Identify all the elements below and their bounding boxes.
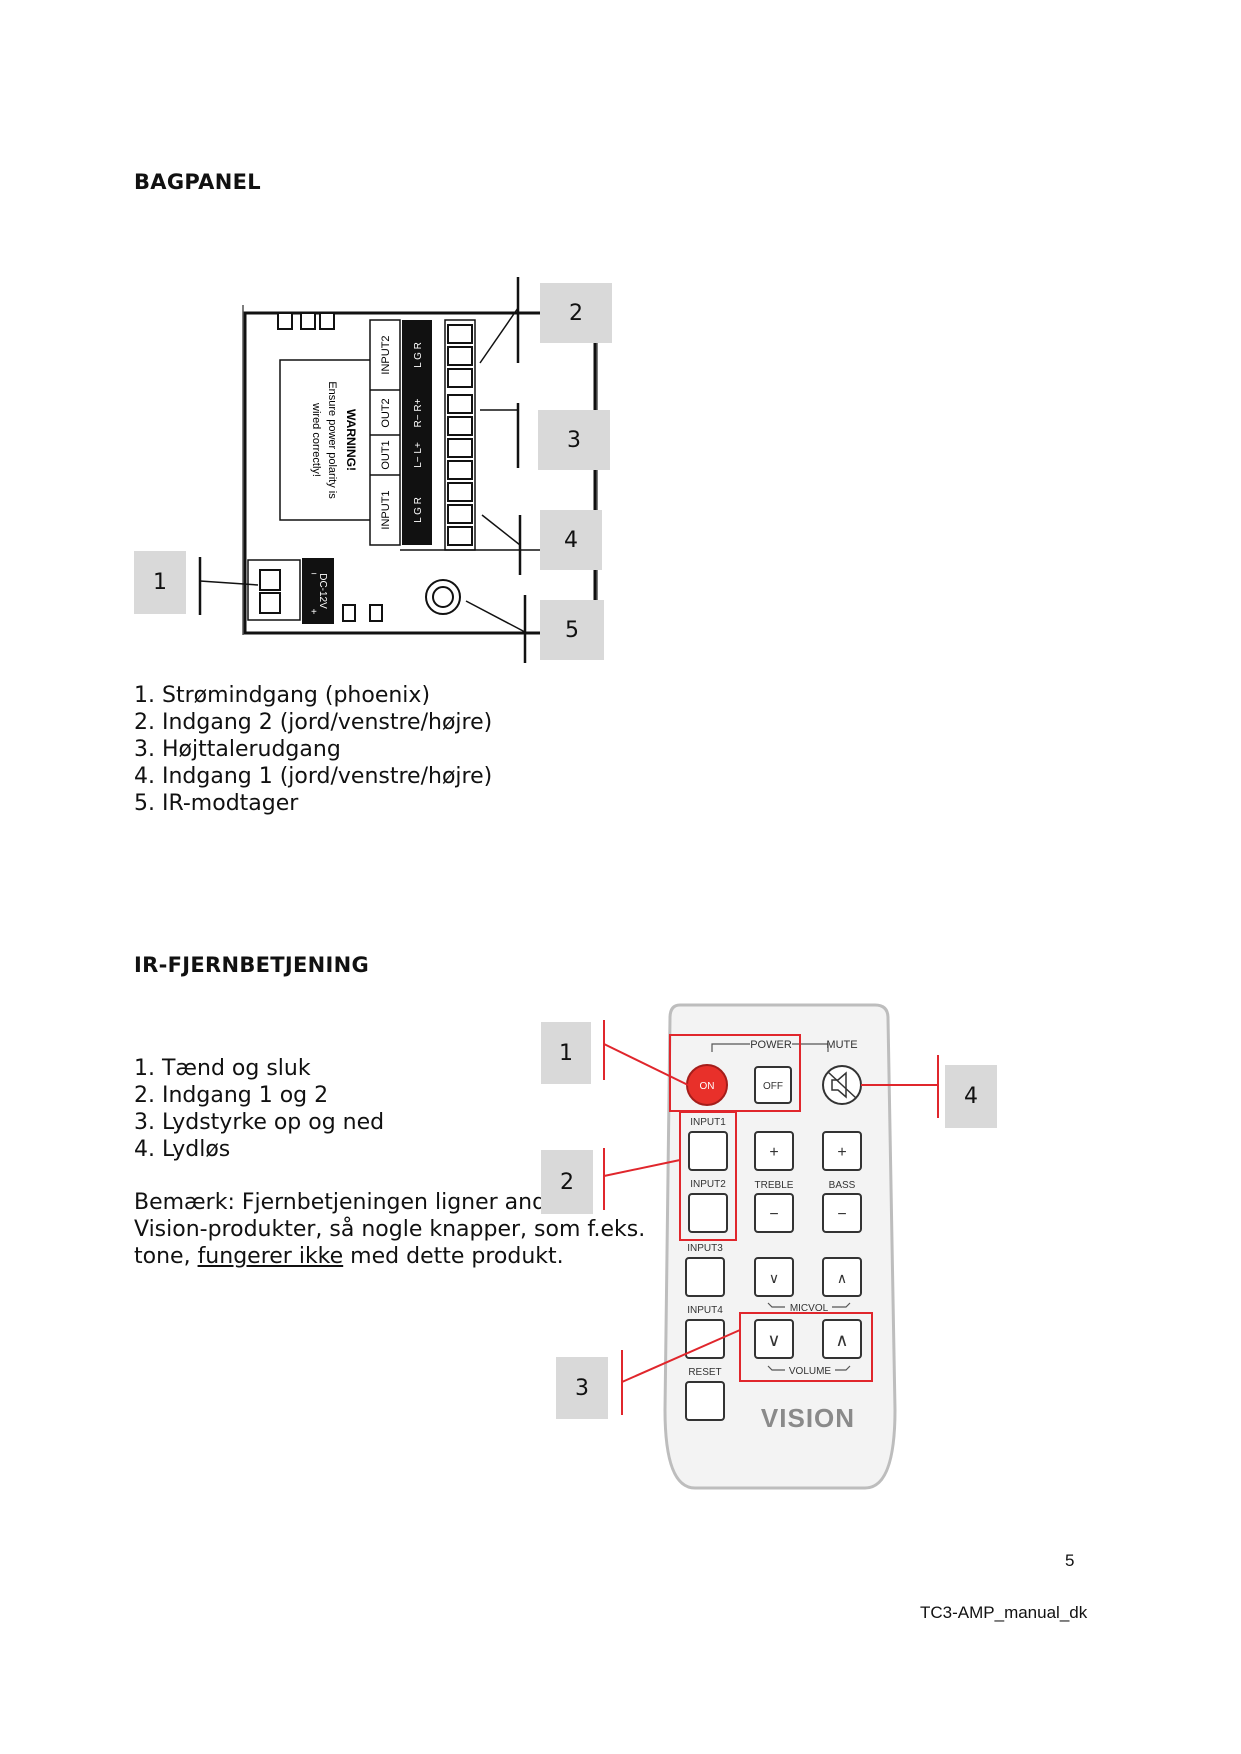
callout-4-panel: 4	[540, 510, 602, 570]
list-item: 4. Lydløs	[134, 1137, 231, 1162]
treble-up-button[interactable]	[754, 1131, 794, 1171]
callout-1-panel: 1	[134, 551, 186, 614]
reset-button[interactable]	[685, 1381, 725, 1421]
section-heading-ir-remote: IR-FJERNBETJENING	[134, 953, 370, 977]
callout-3-remote: 3	[556, 1357, 608, 1419]
power-connector	[259, 569, 281, 591]
label-out2: OUT2	[380, 398, 392, 427]
treble-down-button[interactable]	[754, 1193, 794, 1233]
svg-text:POWER: POWER	[750, 1039, 792, 1051]
svg-text:∨: ∨	[767, 1330, 780, 1350]
input4-button[interactable]	[685, 1319, 725, 1359]
document-name: TC3-AMP_manual_dk	[920, 1603, 1088, 1622]
off-button[interactable]	[754, 1066, 792, 1104]
svg-text:−: −	[769, 1206, 778, 1223]
svg-text:MICVOL: MICVOL	[790, 1303, 829, 1314]
svg-text:INPUT3: INPUT3	[687, 1243, 723, 1254]
list-item: 5. IR-modtager	[134, 791, 299, 816]
volume-up-button[interactable]	[822, 1319, 862, 1359]
highlight-inputs	[679, 1111, 737, 1241]
warning-label-box	[279, 359, 376, 521]
svg-text:VOLUME: VOLUME	[789, 1366, 832, 1377]
callout-3-panel: 3	[538, 410, 610, 470]
callout-2-panel: 2	[540, 283, 612, 343]
callout-1-remote: 1	[541, 1022, 591, 1084]
callout-5-panel: 5	[540, 600, 604, 660]
remote-note: Bemærk: Fjernbetjeningen ligner andre Vi…	[134, 1190, 646, 1269]
bass-up-button[interactable]	[822, 1131, 862, 1171]
svg-text:R− R+: R− R+	[413, 398, 424, 427]
list-item: 3. Højttalerudgang	[134, 737, 341, 762]
list-item: 4. Indgang 1 (jord/venstre/højre)	[134, 764, 493, 789]
svg-text:INPUT4: INPUT4	[687, 1305, 723, 1316]
warning-title: WARNING!	[344, 409, 358, 471]
list-item: 2. Indgang 1 og 2	[134, 1083, 329, 1108]
svg-text:TREBLE: TREBLE	[755, 1180, 794, 1191]
list-item: 2. Indgang 2 (jord/venstre/højre)	[134, 710, 493, 735]
label-out1: OUT1	[380, 440, 392, 469]
svg-text:BASS: BASS	[829, 1180, 856, 1191]
svg-text:∨: ∨	[769, 1270, 779, 1286]
svg-text:MUTE: MUTE	[826, 1039, 857, 1051]
svg-text:∧: ∧	[837, 1270, 847, 1286]
mute-icon	[827, 1071, 857, 1099]
svg-text:−: −	[311, 569, 317, 580]
svg-text:+: +	[769, 1144, 778, 1161]
bass-down-button[interactable]	[822, 1193, 862, 1233]
micvol-down-button[interactable]	[754, 1257, 794, 1297]
label-input2: INPUT2	[380, 335, 392, 374]
warning-line-1: Ensure power polarity is	[326, 381, 338, 499]
label-input1: INPUT1	[380, 490, 392, 529]
page-number: 5	[1065, 1551, 1075, 1570]
input2-button[interactable]	[688, 1193, 728, 1233]
list-item: 1. Tænd og sluk	[134, 1056, 311, 1081]
svg-text:−: −	[837, 1206, 846, 1223]
volume-down-button[interactable]	[754, 1319, 794, 1359]
list-item: 1. Strømindgang (phoenix)	[134, 683, 431, 708]
callout-2-remote: 2	[541, 1150, 593, 1214]
svg-text:+: +	[311, 607, 317, 618]
back-panel-diagram: WARNING! Ensure power polarity is wired …	[198, 277, 598, 663]
highlight-volume	[739, 1312, 873, 1382]
warning-line-2: wired correctly!	[310, 402, 322, 477]
input3-button[interactable]	[685, 1257, 725, 1297]
svg-text:ON: ON	[700, 1081, 715, 1092]
input1-button[interactable]	[688, 1131, 728, 1171]
callout-4-remote: 4	[945, 1065, 997, 1128]
svg-text:∧: ∧	[835, 1330, 848, 1350]
svg-text:L− L+: L− L+	[413, 442, 424, 468]
section-heading-bagpanel: BAGPANEL	[134, 170, 261, 194]
terminal-strip	[402, 320, 432, 545]
svg-text:L G R: L G R	[413, 497, 424, 523]
svg-text:L G R: L G R	[413, 342, 424, 368]
svg-text:RESET: RESET	[688, 1367, 721, 1378]
svg-text:INPUT2: INPUT2	[690, 1179, 726, 1190]
svg-text:+: +	[837, 1144, 846, 1161]
panel-legend-list: 1. Strømindgang (phoenix) 2. Indgang 2 (…	[134, 682, 492, 817]
list-item: 3. Lydstyrke op og ned	[134, 1110, 385, 1135]
vision-logo: VISION	[761, 1403, 855, 1433]
micvol-up-button[interactable]	[822, 1257, 862, 1297]
svg-text:DC-12V: DC-12V	[317, 573, 328, 609]
terminal-blocks	[447, 324, 473, 546]
svg-text:INPUT1: INPUT1	[690, 1117, 726, 1128]
remote-body	[663, 1003, 897, 1490]
svg-text:OFF: OFF	[763, 1081, 783, 1092]
remote-control-diagram: POWER ON OFF MUTE INPUT1 INPUT2 INPUT3 I…	[603, 1003, 939, 1490]
remote-legend-list: 1. Tænd og sluk 2. Indgang 1 og 2 3. Lyd…	[134, 1055, 384, 1163]
